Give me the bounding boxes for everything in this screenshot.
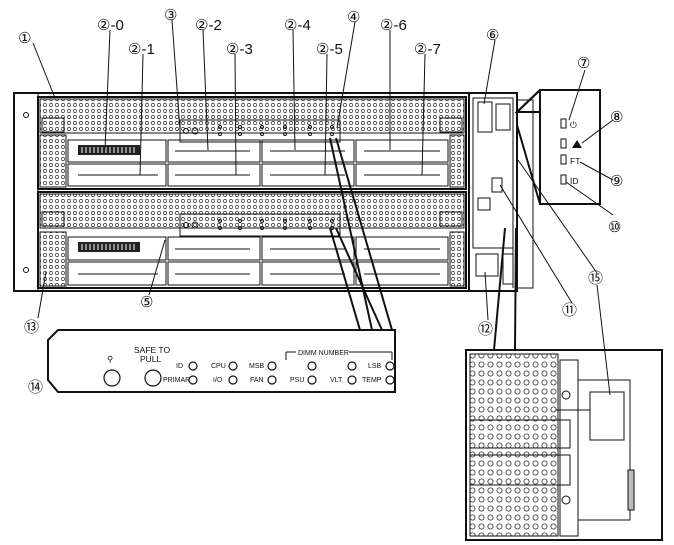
callout-5: ⑤ (140, 294, 153, 311)
fan-led (267, 375, 277, 385)
bay-zoom (465, 227, 663, 541)
callout-7: ⑦ (577, 55, 590, 72)
uid-button[interactable] (103, 369, 121, 387)
callout-2-5: ②-5 (316, 41, 343, 58)
cpu-led (228, 361, 238, 371)
id-led-label: ID (570, 176, 579, 186)
io-led (228, 375, 238, 385)
callout-3: ③ (164, 7, 177, 24)
callout-6: ⑥ (486, 27, 499, 44)
side-led-zoom: ⏻ FT ID (514, 89, 601, 205)
lower-module (37, 191, 467, 289)
vlt-label: VLT (330, 377, 343, 384)
msb-led (267, 361, 277, 371)
callout-2-0: ②-0 (97, 17, 124, 34)
warning-icon (572, 140, 582, 148)
vlt-led (347, 375, 357, 385)
primary-led (188, 375, 198, 385)
callout-1: ① (18, 30, 31, 47)
temp-label: TEMP (362, 377, 382, 384)
chassis (13, 92, 534, 292)
psu-led (307, 375, 317, 385)
callout-11: ⑪ (562, 302, 577, 319)
io-label: I/O (213, 377, 223, 384)
callout-2-2: ②-2 (195, 17, 222, 34)
safe-to-pull-label-1: SAFE TO (134, 345, 170, 355)
safe-to-pull-label-2: PULL (140, 354, 162, 364)
dimm-number-label: DIMM NUMBER (298, 350, 349, 357)
callout-4: ④ (347, 9, 360, 26)
primary-label: PRIMARY (163, 377, 195, 384)
fan-label: FAN (250, 377, 264, 384)
lsb-led (385, 361, 395, 371)
uid-icon: ⚲ (107, 354, 113, 364)
callout-8: ⑧ (610, 109, 623, 126)
callout-14: ⑭ (28, 379, 43, 396)
dimm-led-2 (347, 361, 357, 371)
led-panel-zoom: ⚲ SAFE TO PULL ID PRIMARY CPU I/O MSB FA… (47, 137, 396, 393)
callout-10: ⑩ (608, 219, 621, 236)
callout-2-7: ②-7 (414, 41, 441, 58)
lower-drive-bays (39, 231, 465, 287)
callout-13: ⑬ (24, 319, 39, 336)
id-led (188, 361, 198, 371)
upper-module (37, 96, 467, 190)
callout-2-1: ②-1 (128, 41, 155, 58)
leader-lines (32, 19, 614, 396)
callout-12: ⑫ (478, 321, 493, 338)
callout-2-6: ②-6 (380, 17, 407, 34)
lsb-label: LSB (368, 363, 382, 370)
callout-15: ⑮ (588, 270, 603, 287)
ft-led-label: FT (570, 156, 580, 166)
psu-label: PSU (290, 377, 304, 384)
msb-label: MSB (249, 363, 265, 370)
safe-to-pull-led (144, 369, 162, 387)
right-controller (472, 97, 514, 288)
upper-drive-bays (39, 134, 465, 188)
power-led-icon: ⏻ (570, 120, 577, 130)
id-label: ID (176, 363, 183, 370)
callout-9: ⑨ (610, 173, 623, 190)
cpu-label: CPU (211, 363, 226, 370)
temp-led (385, 375, 395, 385)
dimm-led-1 (307, 361, 317, 371)
callout-2-3: ②-3 (226, 41, 253, 58)
callout-2-4: ②-4 (284, 17, 311, 34)
